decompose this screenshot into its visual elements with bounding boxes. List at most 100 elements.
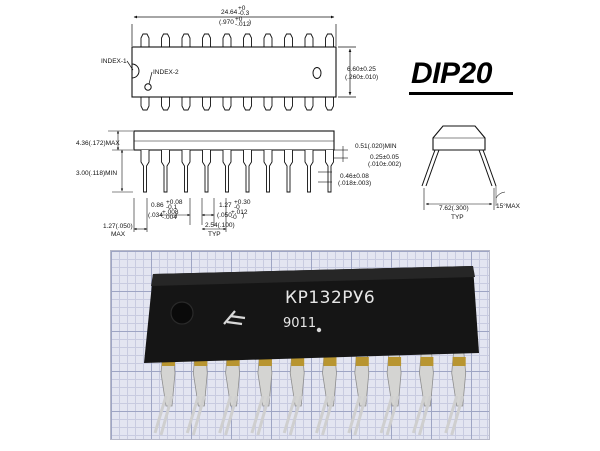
- chip-pin-bend: [388, 357, 402, 366]
- ejector-mark: [312, 67, 322, 79]
- standoff: 0.51(.020)MIN: [355, 143, 397, 150]
- shoulder2-in: (.050: [217, 212, 232, 219]
- top-pin-upper: [284, 33, 293, 47]
- pitch: 2.54(.100): [205, 222, 235, 229]
- lead-thickness-in: (.010±.002): [368, 161, 401, 168]
- chip-pin-bend: [452, 357, 466, 366]
- chip-pin-reflection: [282, 395, 303, 436]
- top-view: 24.64 +0 -0.3 (.970 +0 -.012 ) 6.60±0.25…: [101, 5, 378, 111]
- shoulder2-in-tol-top: +.012: [231, 209, 248, 216]
- end-view-lead-left: [421, 149, 440, 187]
- top-pin-upper: [222, 33, 232, 47]
- side-view: 4.36(.172)MAX 3.00(.118)MIN 0.51(.020)MI…: [76, 130, 401, 238]
- side-lead: [222, 150, 232, 193]
- length-in-tol-bottom: -.012: [235, 21, 250, 28]
- top-pin-upper: [140, 33, 150, 47]
- top-pin-lower: [161, 97, 170, 111]
- shoulder2-tol-bottom: -0: [234, 204, 240, 211]
- chip-pin-reflection: [379, 395, 400, 436]
- top-pin-lower: [202, 97, 211, 111]
- chip-body: [144, 266, 479, 363]
- side-view-leads: [140, 150, 334, 193]
- chip-pins: [153, 350, 467, 436]
- row-spacing-note: TYP: [451, 214, 464, 221]
- body-height: 4.36(.172)MAX: [76, 140, 120, 147]
- side-lead: [284, 150, 293, 193]
- top-pin-upper: [202, 33, 211, 47]
- index1-label: INDEX-1: [101, 58, 127, 65]
- lead-angle: 15°MAX: [496, 202, 521, 210]
- shoulder2-mm: 1.27: [219, 202, 232, 209]
- top-pins-lower: [140, 97, 334, 111]
- length-in-close: ): [249, 19, 251, 26]
- package-title: DIP20: [411, 57, 492, 90]
- top-pin-upper: [263, 33, 273, 47]
- shoulder-in-close: ): [175, 212, 177, 219]
- end-offset-note: MAX: [111, 231, 126, 238]
- row-spacing: 7.62(.300): [439, 205, 469, 212]
- top-pin-upper: [325, 33, 334, 47]
- chip-pin-reflection: [347, 395, 368, 436]
- side-lead: [202, 150, 211, 193]
- chip-pin-bend: [291, 357, 305, 366]
- lead-thickness-mm: 0.25±0.05: [370, 154, 399, 161]
- width-mm: 6.60±0.25: [347, 66, 376, 73]
- end-view: 7.62(.300) TYP 15°MAX: [421, 125, 521, 221]
- top-pin-lower: [263, 97, 273, 111]
- length-in-tol-top: +0: [235, 16, 243, 23]
- shoulder2-tol-top: +0.30: [234, 199, 251, 206]
- side-lead: [140, 150, 150, 193]
- manufacturer-logo: [223, 310, 246, 326]
- shoulder2-in-close: ): [242, 212, 244, 219]
- top-pin-upper: [304, 33, 314, 47]
- index2-mark: [144, 83, 152, 91]
- lead-width-mm: 0.46±0.08: [340, 173, 369, 180]
- side-lead: [243, 150, 252, 193]
- top-pin-upper: [161, 33, 170, 47]
- chip-photo: [110, 250, 490, 440]
- chip-pin-bend: [323, 357, 337, 366]
- chip-pin-reflection: [185, 395, 206, 436]
- chip-pin-reflection: [250, 395, 271, 436]
- shoulder2-in-tol-bottom: -0: [231, 214, 237, 221]
- side-lead: [304, 150, 314, 193]
- length-tol-top: +0: [238, 5, 246, 12]
- top-pin-lower: [304, 97, 314, 111]
- chip-part-number: КР132РУ6: [285, 288, 376, 308]
- top-pin-lower: [222, 97, 232, 111]
- index2-label: INDEX-2: [153, 69, 179, 76]
- length-in: (.970: [219, 19, 234, 26]
- shoulder-in: (.034: [148, 212, 163, 219]
- chip-pin-reflection: [444, 395, 465, 436]
- side-lead: [263, 150, 273, 193]
- chip-pin-bend: [226, 357, 240, 366]
- chip-pin-bend: [355, 357, 369, 366]
- shoulder-in-tol-bottom: -.004: [162, 214, 177, 221]
- side-lead: [161, 150, 170, 193]
- chip-date-code: 9011: [283, 316, 317, 331]
- top-pin-upper: [181, 33, 191, 47]
- top-pin-lower: [325, 97, 334, 111]
- chip-pin-reflection: [218, 395, 239, 436]
- index1-notch: [131, 63, 140, 79]
- top-pin-lower: [140, 97, 150, 111]
- pitch-note: TYP: [208, 231, 221, 238]
- chip-pin-bend: [194, 357, 208, 366]
- top-view-body: [131, 46, 337, 98]
- lead-width-in: (.018±.003): [338, 180, 371, 187]
- top-pins-upper: [140, 33, 334, 47]
- length-tol-bottom: -0.3: [238, 10, 250, 17]
- shoulder-mm: 0.86: [151, 202, 164, 209]
- chip-pin-bend: [258, 357, 272, 366]
- side-view-body: [133, 130, 335, 151]
- chip-index-dot: [170, 301, 194, 325]
- top-pin-upper: [243, 33, 252, 47]
- chip-photo-drawing: [144, 266, 479, 436]
- shoulder-tol-top: +0.08: [166, 199, 183, 206]
- end-offset: 1.27(.050): [103, 223, 133, 230]
- shoulder-in-tol-top: +.008: [162, 209, 179, 216]
- chip-pin-bend: [420, 357, 434, 366]
- chip-pin-reflection: [315, 395, 335, 436]
- shoulder-tol-bottom: -0.1: [166, 204, 178, 211]
